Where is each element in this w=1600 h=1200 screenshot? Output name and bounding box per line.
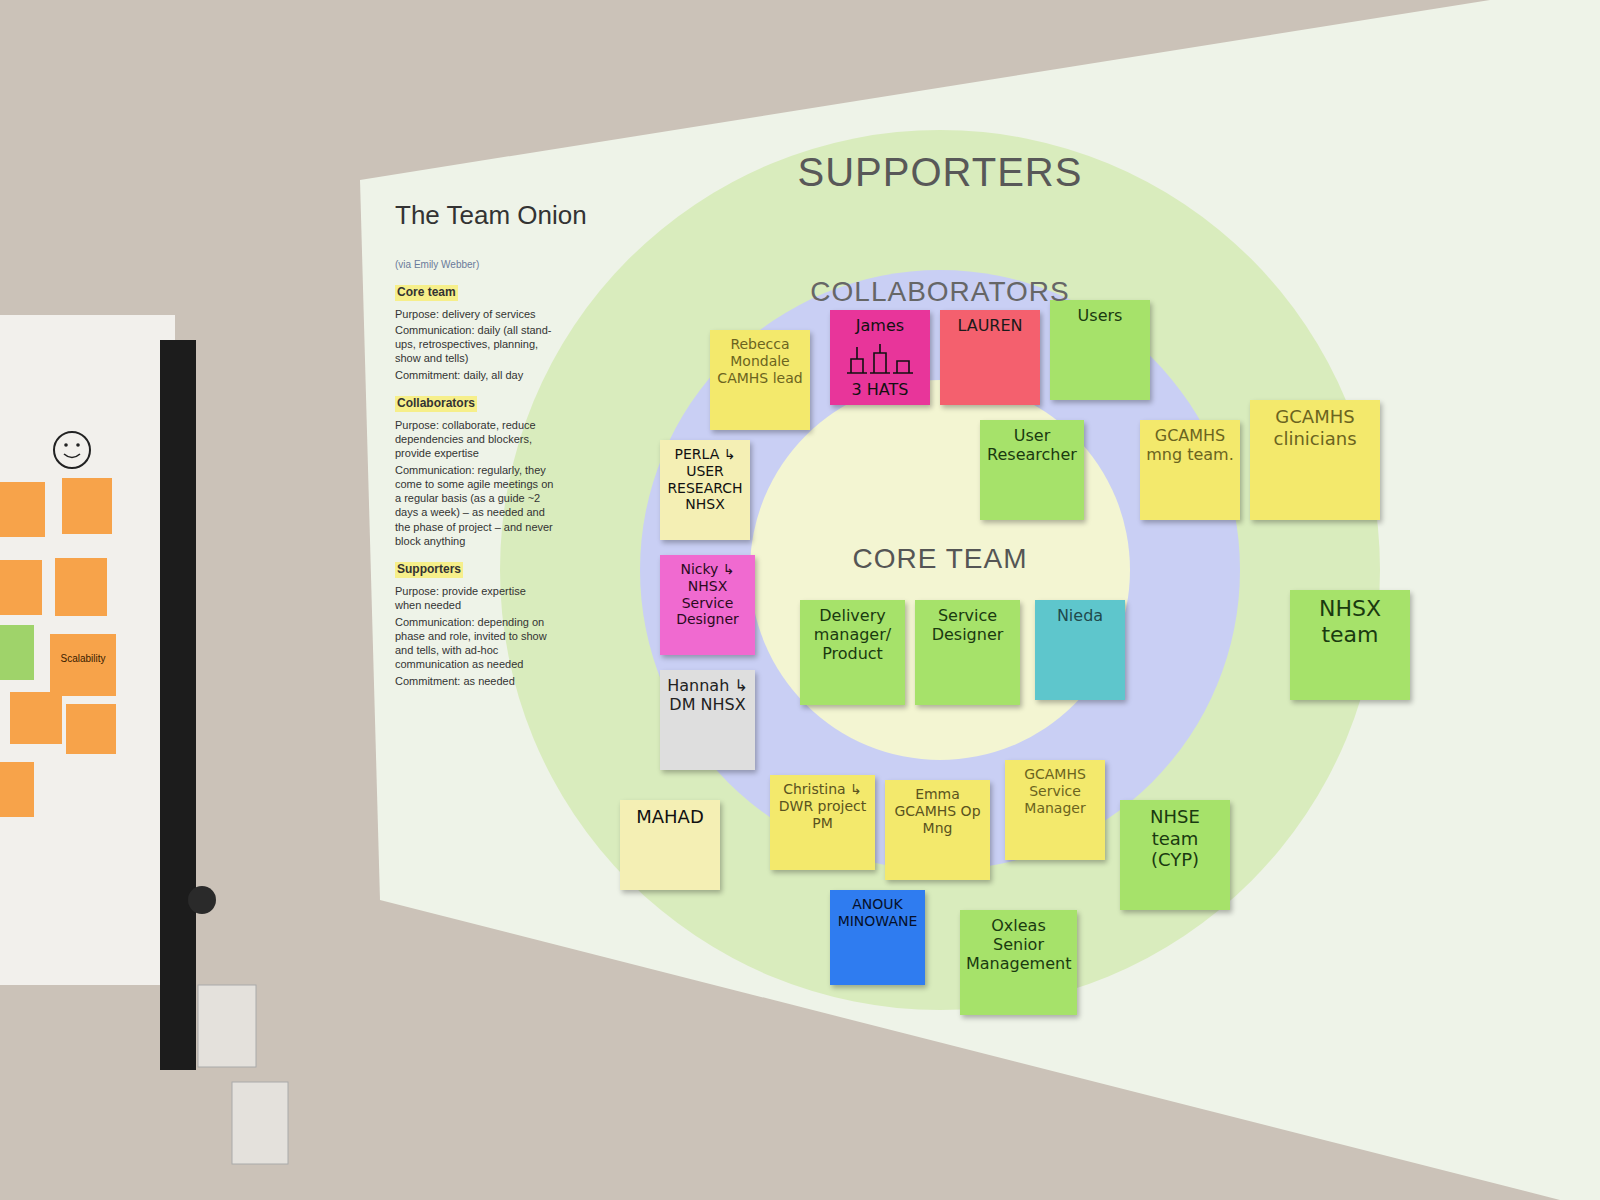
note-text: ANOUK MINOWANE [836,896,919,930]
slide-text: (via Emily Webber) [395,258,555,271]
sticky-note: Oxleas Senior Management [960,910,1077,1015]
smiley [54,432,90,468]
ring-label: COLLABORATORS [640,276,1240,308]
note-text: Hannah ↳ DM NHSX [666,676,749,714]
sticky-text: Scalability [50,652,116,665]
note-text: Nieda [1041,606,1119,625]
ring-fill [750,380,1130,760]
hat [870,353,890,373]
note-text: Service Designer [921,606,1014,644]
orange-note [55,558,107,616]
ring-fill [500,130,1380,1010]
slide-text: Communication: depending on phase and ro… [395,615,555,672]
sticky-note: LAUREN [940,310,1040,405]
sticky-note: ANOUK MINOWANE [830,890,925,985]
orange-notes [0,478,116,817]
sticky-note: Emma GCAMHS Op Mng [885,780,990,880]
onion-ring: User ResearcherDelivery manager/ Product… [750,380,1130,760]
note-text: NHSX team [1296,596,1404,649]
orange-note [62,478,112,534]
note-text: 3 HATS [836,380,924,399]
projected-slide [360,0,1600,1200]
orange-note [0,560,42,615]
slide-text: Commitment: daily, all day [395,368,555,382]
sticky-note: Nicky ↳ NHSX Service Designer [660,555,755,655]
smiley-eye [76,443,80,447]
sticky-note: Nieda [1035,600,1125,700]
sticky-note: PERLA ↳ USER RESEARCH NHSX [660,440,750,540]
section-heading: Collaborators [395,396,477,412]
note-text: Oxleas Senior Management [966,916,1071,974]
sticky-note: GCAMHS mng team. [1140,420,1240,520]
sticky-note: James 3 HATS [830,310,930,405]
sticky-note: GCAMHS Service Manager [1005,760,1105,860]
orange-note [10,692,62,744]
slide-title: The Team Onion [395,200,655,231]
ring-label: SUPPORTERS [500,150,1380,195]
note-text: NHSE team (CYP) [1126,806,1224,871]
note-text: GCAMHS clinicians [1256,406,1374,449]
hat [847,359,867,373]
sticky-note: Service Designer [915,600,1020,705]
note-text: GCAMHS mng team. [1146,426,1234,464]
sticky-note: Users [1050,300,1150,400]
orange-note [50,634,116,696]
note-text: Christina ↳ DWR project PM [776,781,869,831]
note-text: LAUREN [946,316,1034,335]
sticky-note: NHSX team [1290,590,1410,700]
orange-note [0,762,34,817]
hat-sketches [847,344,913,373]
flipchart-frame [160,340,196,1070]
sticky-note: User Researcher [980,420,1084,520]
slide-text: Purpose: delivery of services [395,307,555,321]
section-heading: Core team [395,285,458,301]
note-text: Delivery manager/ Product [806,606,899,664]
sticky-note: Hannah ↳ DM NHSX [660,670,755,770]
orange-note [66,704,116,754]
note-text: Rebecca Mondale CAMHS lead [716,336,804,386]
slide-text: Commitment: as needed [395,674,555,688]
sticky-note: Delivery manager/ Product [800,600,905,705]
wall-socket [232,1082,288,1164]
onion-ring: User ResearcherDelivery manager/ Product… [500,130,1380,1010]
note-text: James [836,316,924,335]
note-text: Users [1056,306,1144,325]
sticky-note: MAHAD [620,800,720,890]
green-note [0,625,34,680]
onion-ring: User ResearcherDelivery manager/ Product… [640,270,1240,870]
ring-label: CORE TEAM [750,543,1130,575]
orange-note [0,482,45,537]
slide-text: Purpose: provide expertise when needed [395,584,555,613]
hat [893,361,913,373]
smiley-mouth [64,454,80,458]
slide-text: Communication: daily (all stand-ups, ret… [395,323,555,366]
slide-text: Purpose: collaborate, reduce dependencie… [395,418,555,461]
sticky-note: Christina ↳ DWR project PM [770,775,875,870]
flipchart-knob [188,886,216,914]
wall-socket [198,985,256,1067]
section-heading: Supporters [395,562,463,578]
sticky-note: Rebecca Mondale CAMHS lead [710,330,810,430]
note-text: Nicky ↳ NHSX Service Designer [666,561,749,628]
hats-drawing [845,343,915,375]
sticky-note: NHSE team (CYP) [1120,800,1230,910]
flipchart-paper [0,315,175,985]
sticky-note: GCAMHS clinicians [1250,400,1380,520]
note-text: PERLA ↳ USER RESEARCH NHSX [666,446,744,513]
slide-text: Communication: regularly, they come to s… [395,463,555,549]
note-text: MAHAD [626,806,714,828]
note-text: Emma GCAMHS Op Mng [891,786,984,836]
smiley-eye [64,443,68,447]
note-text: GCAMHS Service Manager [1011,766,1099,816]
note-text: User Researcher [986,426,1078,464]
hat-feather [857,344,880,359]
